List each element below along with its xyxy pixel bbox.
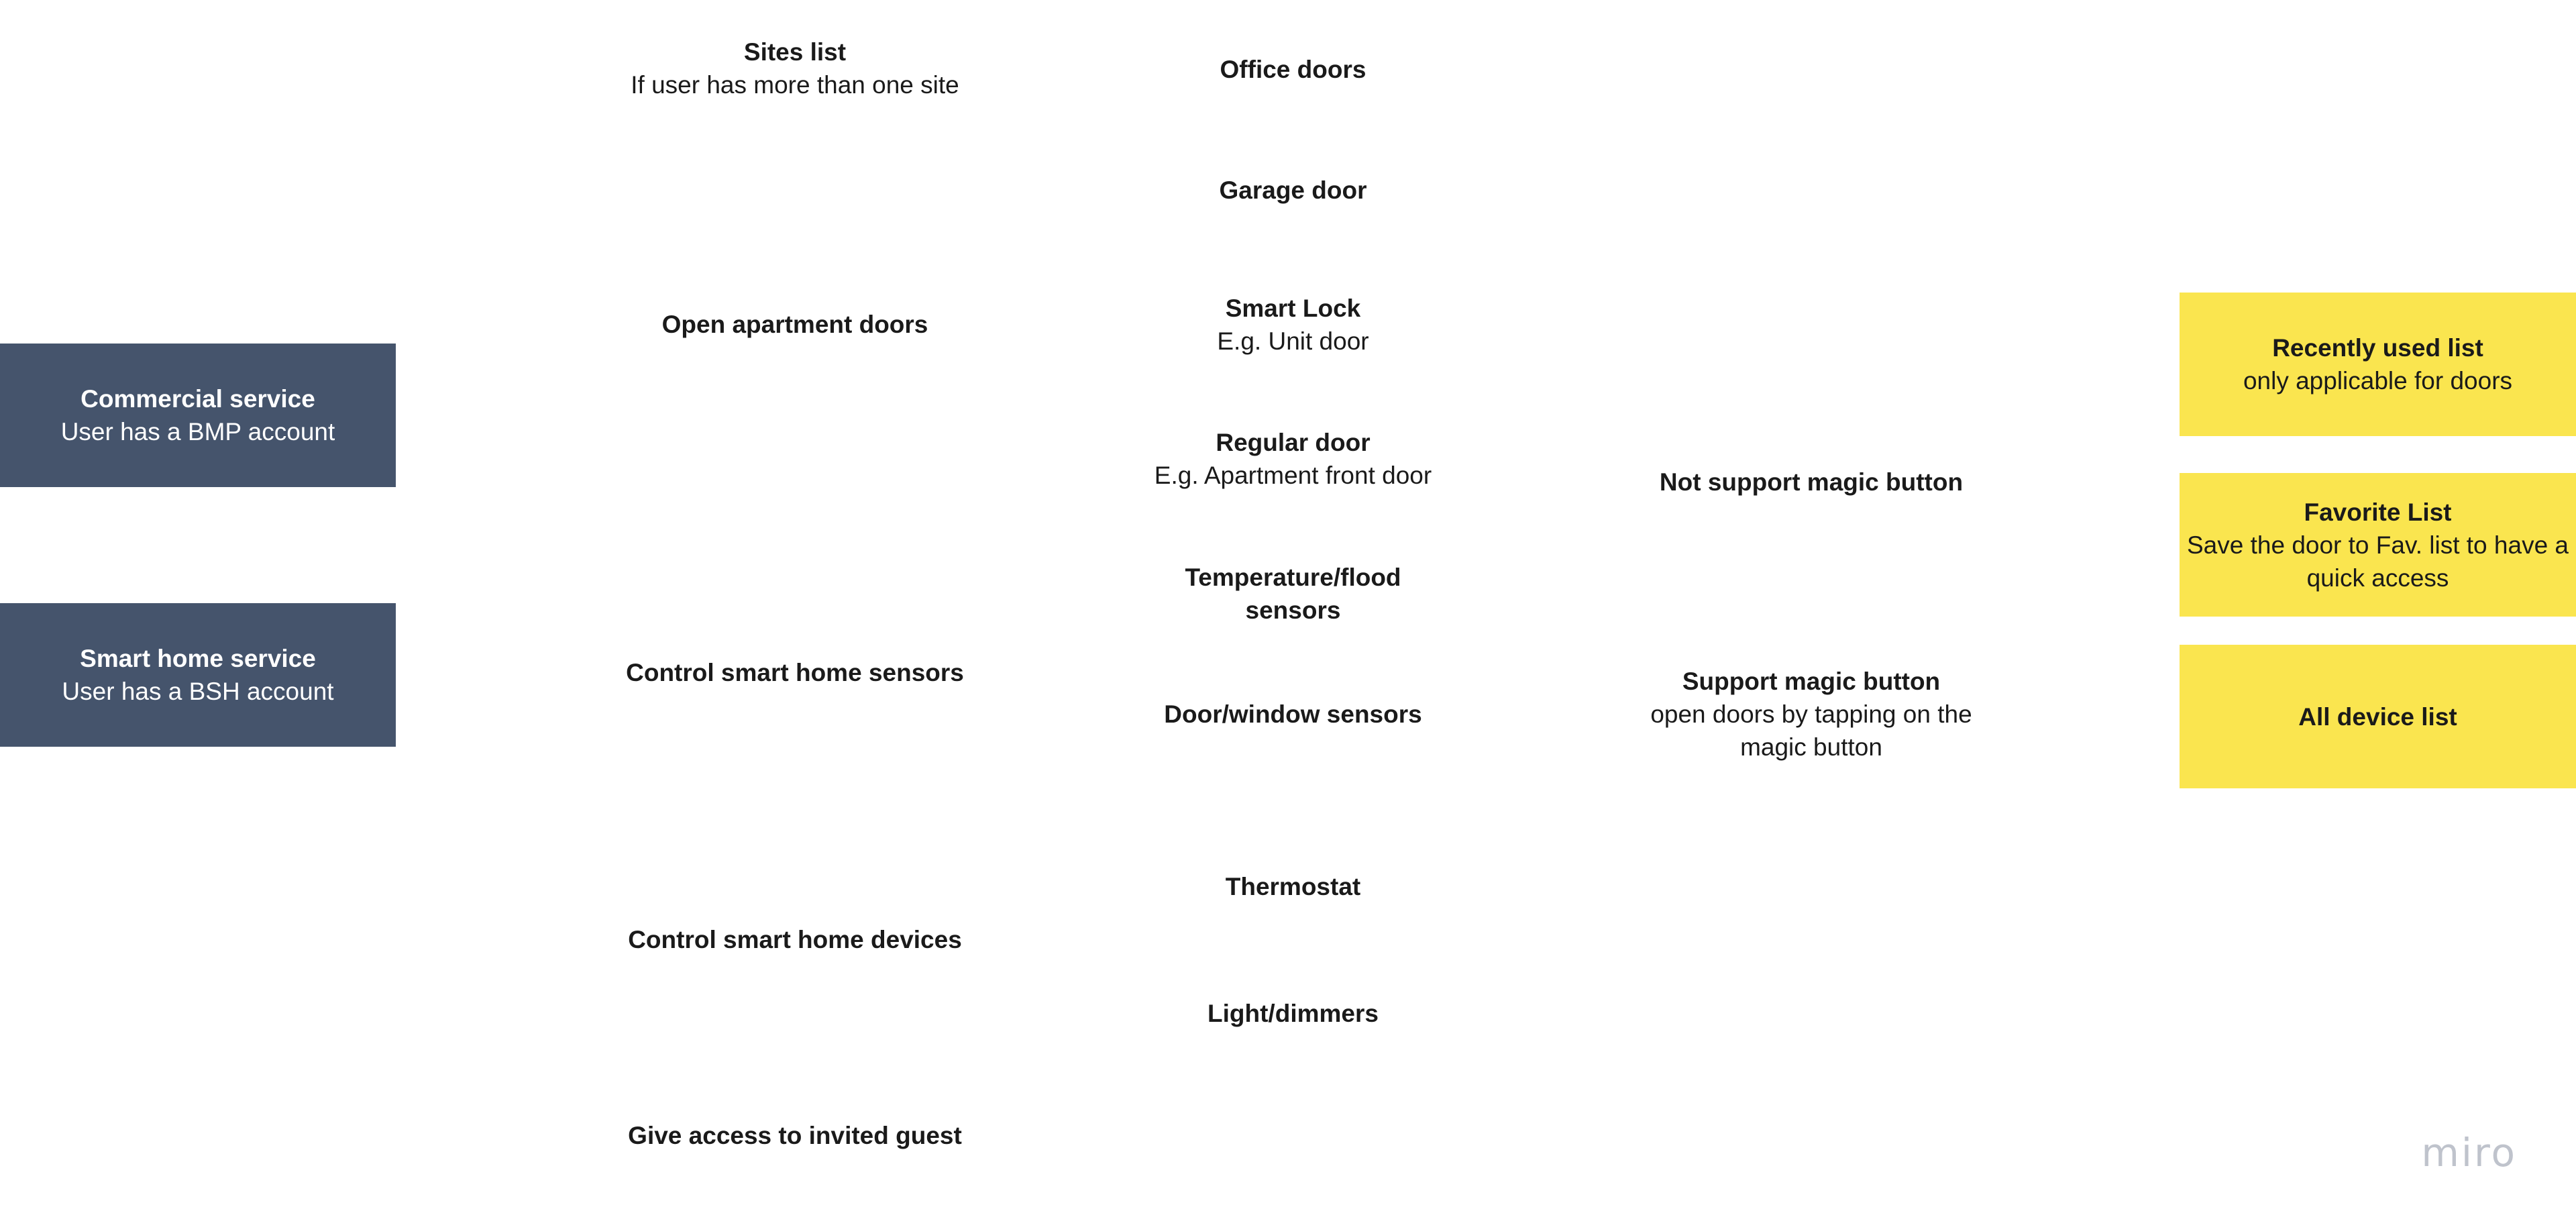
item-door-window-sensors: Door/window sensors [1164,700,1422,728]
item-thermostat: Thermostat [1225,872,1361,900]
smart-lock-title: Smart Lock [1225,295,1361,322]
feature-sites-list: Sites list If user has more than one sit… [567,35,1023,102]
feature-control-sensors: Control smart home sensors [626,658,964,686]
commercial-service-subtitle: User has a BMP account [60,418,335,445]
favorite-list-title: Favorite List [2304,498,2452,526]
magic-supported-title: Support magic button [1682,667,1941,695]
item-temperature-flood-sensors: Temperature/flood sensors [1185,564,1401,624]
commercial-service-title: Commercial service [80,385,315,413]
sites-list-subtitle: If user has more than one site [631,71,959,99]
magic-supported-subtitle: open doors by tapping on the magic butto… [1650,700,1972,761]
magic-not-supported: Not support magic button [1659,468,1964,496]
smart-home-service-box: Smart home service User has a BSH accoun… [0,603,396,747]
recently-used-list-title: Recently used list [2272,334,2483,362]
item-light-dimmers: Light/dimmers [1208,999,1379,1027]
item-regular-door: Regular door E.g. Apartment front door [1114,425,1472,492]
item-office-doors: Office doors [1220,55,1366,83]
miro-watermark-logo: miro [2421,1130,2517,1175]
feature-open-apartment-doors: Open apartment doors [661,310,928,338]
recently-used-list-subtitle: only applicable for doors [2243,367,2513,395]
sites-list-title: Sites list [743,38,847,66]
item-smart-lock: Smart Lock E.g. Unit door [1114,291,1472,358]
recently-used-list-box: Recently used list only applicable for d… [2180,293,2576,436]
regular-door-subtitle: E.g. Apartment front door [1154,462,1432,489]
commercial-service-box: Commercial service User has a BMP accoun… [0,344,396,487]
feature-control-devices: Control smart home devices [628,925,962,953]
all-device-list-box: All device list [2180,645,2576,788]
feature-invited-guest: Give access to invited guest [628,1121,962,1149]
smart-home-service-title: Smart home service [80,645,316,672]
smart-home-service-subtitle: User has a BSH account [62,678,334,705]
regular-door-title: Regular door [1216,429,1371,456]
favorite-list-subtitle: Save the door to Fav. list to have a qui… [2186,531,2569,592]
item-garage-door: Garage door [1219,176,1367,204]
magic-supported: Support magic button open doors by tappi… [1637,664,1986,764]
smart-lock-subtitle: E.g. Unit door [1217,327,1369,355]
all-device-list-title: All device list [2298,702,2457,731]
favorite-list-box: Favorite List Save the door to Fav. list… [2180,473,2576,617]
